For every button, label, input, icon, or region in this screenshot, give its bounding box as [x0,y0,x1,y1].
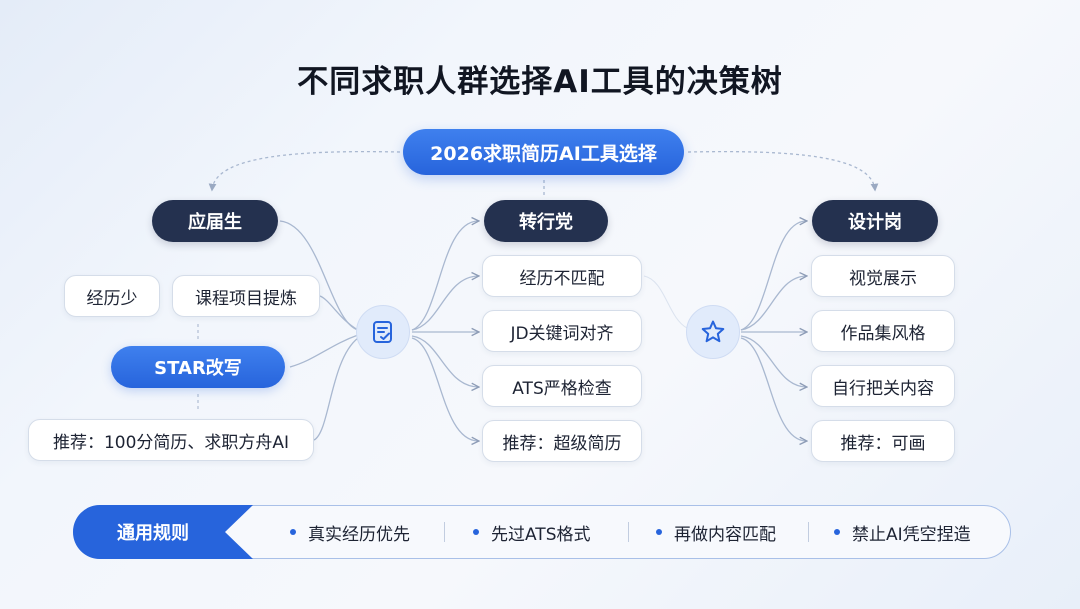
node-course-project: 课程项目提炼 [172,275,320,317]
category-designer: 设计岗 [812,200,938,242]
rule-item: 先过ATS格式 [473,505,591,559]
node-star-rewrite: STAR改写 [111,346,285,388]
document-check-icon [373,321,392,343]
hub-right [686,305,740,359]
hub-left [356,305,410,359]
node-visual-display: 视觉展示 [811,255,955,297]
rule-divider [628,522,629,542]
rules-label: 通用规则 [117,523,189,544]
bullet-dot [656,529,662,535]
rule-text: 再做内容匹配 [674,524,776,545]
bullet-dot [834,529,840,535]
node-changer-recommendation: 推荐：超级简历 [482,420,642,462]
category-career-changer: 转行党 [484,200,608,242]
rule-text: 真实经历优先 [308,524,410,545]
rules-label-background [73,505,253,559]
rule-text: 禁止AI凭空捏造 [852,524,971,545]
node-mismatch-experience: 经历不匹配 [482,255,642,297]
page-title: 不同求职人群选择AI工具的决策树 [297,64,783,100]
node-designer-recommendation: 推荐：可画 [811,420,955,462]
node-graduate-recommendation: 推荐：100分简历、求职方舟AI [28,419,314,461]
category-graduate: 应届生 [152,200,278,242]
node-portfolio-style: 作品集风格 [811,310,955,352]
rule-item: 再做内容匹配 [656,505,776,559]
node-jd-keyword: JD关键词对齐 [482,310,642,352]
rule-item: 禁止AI凭空捏造 [834,505,971,559]
star-icon [701,320,725,343]
root-node: 2026求职简历AI工具选择 [403,129,684,175]
bullet-dot [473,529,479,535]
rule-divider [808,522,809,542]
node-self-review: 自行把关内容 [811,365,955,407]
rule-text: 先过ATS格式 [491,524,591,545]
node-little-experience: 经历少 [64,275,160,317]
bullet-dot [290,529,296,535]
rule-divider [444,522,445,542]
node-ats-check: ATS严格检查 [482,365,642,407]
rule-item: 真实经历优先 [290,505,410,559]
